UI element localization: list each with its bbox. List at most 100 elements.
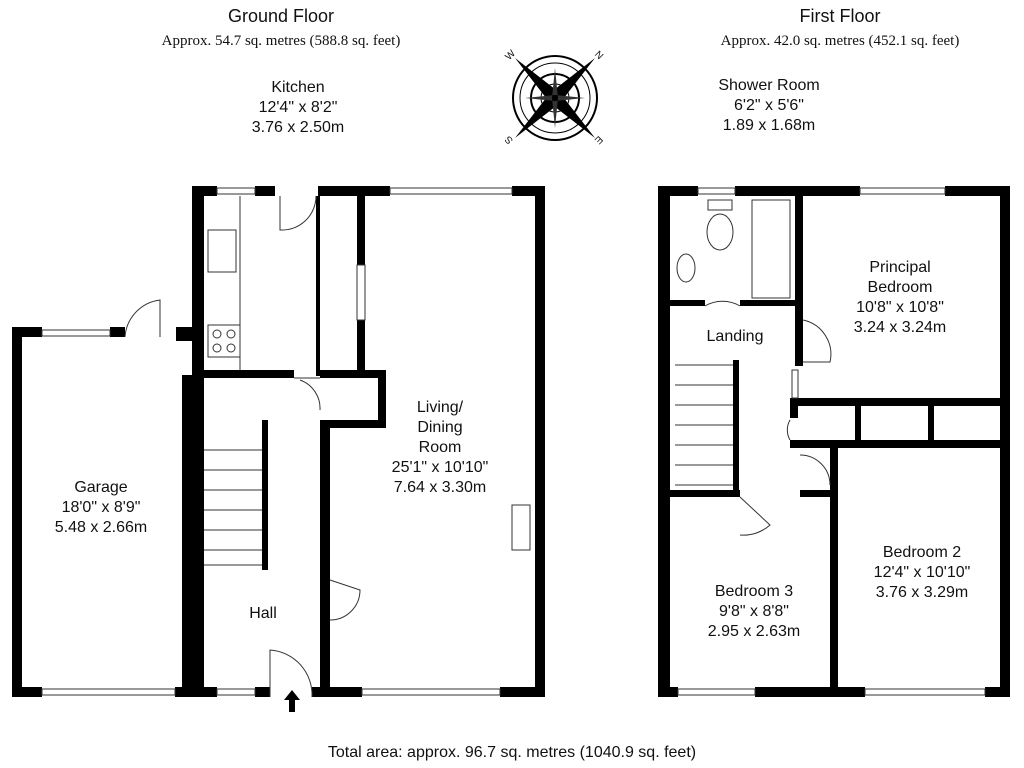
room-label-bedroom-3: Bedroom 3 9'8" x 8'8" 2.95 x 2.63m [708, 582, 801, 642]
principal-wall-left [795, 196, 803, 366]
room-label-living-dining: Living/ Dining Room 25'1" x 10'10" 7.64 … [392, 398, 489, 498]
basin [676, 253, 696, 283]
wardrobe-wall-bottom [790, 440, 1000, 448]
first-floor-area: Approx. 42.0 sq. metres (452.1 sq. feet) [720, 33, 960, 49]
landing-wall [790, 398, 798, 418]
room-label-kitchen: Kitchen 12'4" x 8'2" 3.76 x 2.50m [252, 78, 345, 138]
bedroom2-door [799, 454, 831, 486]
toilet [706, 213, 734, 251]
shower-tray [751, 199, 791, 299]
room-name: Landing [706, 328, 764, 345]
house-wall-bottom [500, 687, 545, 697]
ff-wall-right [1000, 186, 1010, 697]
garage-wall-corner [176, 327, 192, 341]
house-wall-top [318, 186, 390, 196]
shower-window [697, 187, 736, 195]
compass-cardinal [525, 68, 585, 128]
compass-ring [519, 62, 591, 134]
ground-floor-area: Approx. 54.7 sq. metres (588.8 sq. feet) [161, 33, 401, 49]
principal-door [802, 319, 832, 363]
ff-wall-bottom [985, 687, 1010, 697]
cupboard-wall [320, 420, 386, 428]
house-wall-top [192, 186, 217, 196]
ff-wall-top [658, 186, 698, 196]
house-wall-left [192, 186, 204, 697]
staircase-ff [675, 364, 733, 486]
hob-ring [226, 343, 236, 353]
room-label-landing: Landing [707, 327, 764, 347]
ground-floor-title: Ground Floor [227, 6, 335, 26]
first-floor-walls [658, 186, 1010, 697]
room-label-shower-room: Shower Room 6'2" x 5'6" 1.89 x 1.68m [718, 76, 819, 136]
first-floor-fixtures [675, 187, 986, 696]
room-name: Bedroom 2 [882, 544, 962, 561]
house-wall-top [255, 186, 275, 196]
shower-wall-bottom [670, 300, 705, 306]
room-label-bedroom-2: Bedroom 2 12'4" x 10'10" 3.76 x 3.29m [874, 543, 971, 603]
garage-door [41, 688, 176, 696]
living-window-front [361, 688, 501, 696]
first-floor-title: First Floor [799, 6, 881, 26]
room-name: Shower Room [718, 77, 820, 94]
room-size-metric: 5.48 x 2.66m [54, 519, 148, 536]
living-window [389, 187, 513, 195]
ff-wall-top [945, 186, 1010, 196]
ff-wall-left [658, 186, 670, 697]
room-size-imperial: 18'0" x 8'9" [61, 499, 141, 516]
house-wall-top [512, 186, 545, 196]
bedroom2-wall-left [830, 448, 838, 697]
stair-wall [262, 420, 268, 570]
cupboard-door [294, 377, 321, 411]
room-name: Garage [74, 479, 128, 496]
hall-window [216, 688, 256, 696]
room-size-metric: 2.95 x 2.63m [707, 623, 801, 640]
room-name: Principal [869, 259, 931, 276]
cupboard-wall [320, 370, 386, 378]
compass-rose-icon [512, 55, 598, 141]
hob-ring [212, 343, 222, 353]
wardrobe-wall-top [790, 398, 1000, 406]
garage-wall-left [12, 327, 22, 697]
kitchen-wall-bottom [204, 370, 294, 378]
room-size-imperial: 9'8" x 8'8" [719, 603, 789, 620]
house-wall-right [535, 186, 545, 697]
room-label-hall: Hall [249, 604, 277, 624]
bedroom2-window [864, 688, 986, 696]
garage-wall-top [12, 327, 42, 337]
sink [207, 229, 237, 273]
principal-window [859, 187, 946, 195]
compass-points [515, 58, 595, 138]
room-size-imperial: 6'2" x 5'6" [734, 97, 804, 114]
shower-wall-bottom [740, 300, 795, 306]
kitchen-window [216, 187, 256, 195]
wardrobe-divider [855, 398, 861, 448]
room-name: Living/ [416, 399, 464, 416]
garage-side-door [124, 299, 161, 338]
room-name: Kitchen [271, 79, 325, 96]
hob-ring [226, 329, 236, 339]
fireplace [511, 504, 531, 551]
room-label-garage: Garage 18'0" x 8'9" 5.48 x 2.66m [55, 478, 148, 538]
hob-ring [212, 329, 222, 339]
garage-wall-right [182, 375, 192, 697]
ff-wall-top [735, 186, 860, 196]
wardrobe-divider [928, 398, 934, 448]
cupboard-wall [378, 370, 386, 428]
stair-wall [733, 360, 739, 495]
hob [207, 324, 241, 358]
living-wall-lower [320, 420, 330, 697]
room-name: Hall [249, 605, 277, 622]
room-size-metric: 7.64 x 3.30m [393, 479, 487, 496]
room-size-imperial: 25'1" x 10'10" [391, 459, 489, 476]
house-wall-bottom [255, 687, 270, 697]
landing-window [791, 369, 799, 399]
garage-wall-top [110, 327, 125, 337]
room-name: Dining [417, 419, 463, 436]
bedroom2-wall [800, 490, 838, 497]
house-wall-bottom [192, 687, 217, 697]
garage-window [41, 329, 111, 337]
staircase [204, 449, 262, 566]
house-wall-bottom [312, 687, 362, 697]
ground-floor-fixtures [41, 187, 531, 698]
front-door [269, 649, 313, 698]
